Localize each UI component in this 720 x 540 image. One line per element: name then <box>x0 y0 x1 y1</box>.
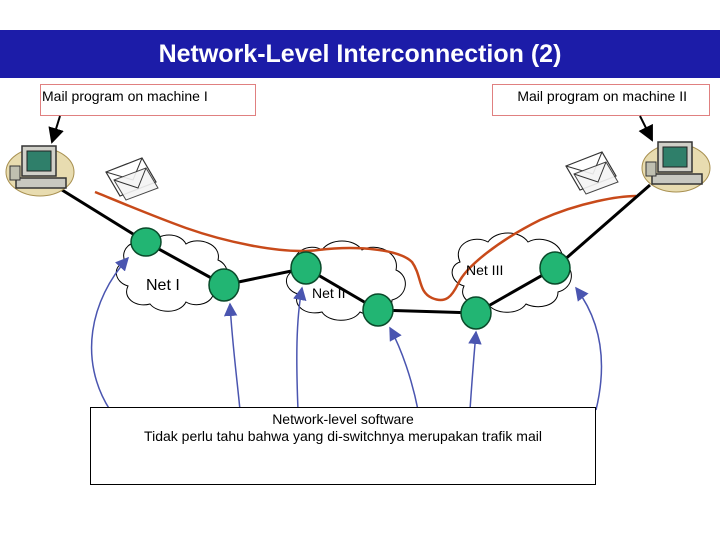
note-line-1: Network-level software <box>272 411 414 427</box>
title-bar <box>0 30 720 78</box>
mail-path-line <box>94 190 637 302</box>
envelope-icon <box>565 151 619 195</box>
page-title: Network-Level Interconnection (2) <box>158 40 562 68</box>
net-2-label: Net II <box>312 285 345 301</box>
envelope-icon <box>105 157 159 201</box>
cloud-net-3 <box>451 232 572 313</box>
note-line-2: Tidak perlu tahu bahwa yang di-switchnya… <box>144 428 542 444</box>
net-1-label: Net I <box>146 277 180 294</box>
mail-program-label-left: Mail program on machine I <box>40 84 256 116</box>
network-software-note: Network-level software Tidak perlu tahu … <box>90 407 596 485</box>
router-node <box>130 227 571 330</box>
mail-program-label-right: Mail program on machine II <box>492 84 710 116</box>
arrow-right-label <box>638 115 653 142</box>
note-arrows <box>90 256 603 411</box>
computer-icon <box>5 145 75 197</box>
arrow-left-label <box>48 115 64 144</box>
net-3-label: Net III <box>466 262 503 278</box>
computer-icon <box>641 141 711 193</box>
